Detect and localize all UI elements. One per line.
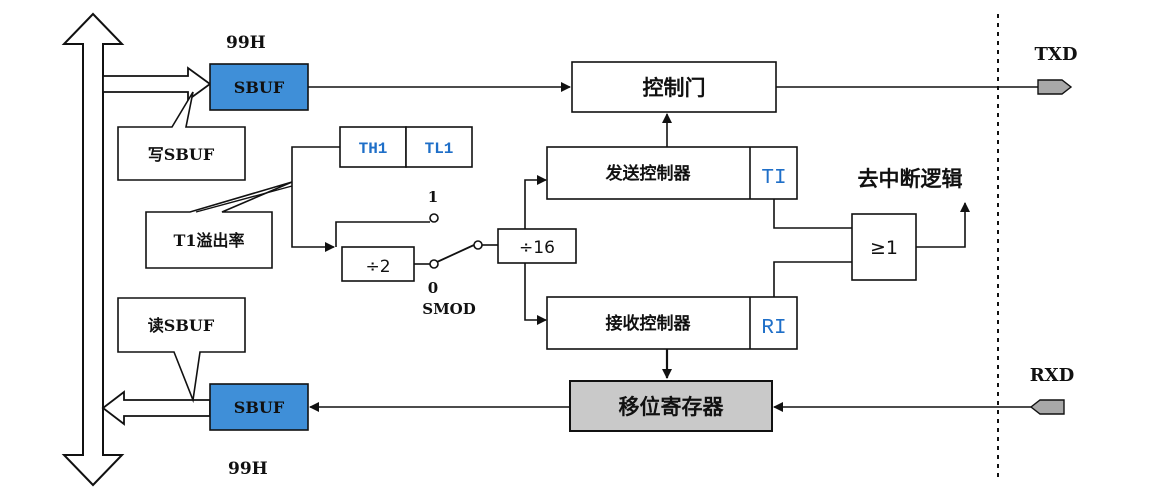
shift-register-box — [569, 380, 773, 432]
switch-label-0: 0 — [428, 279, 438, 297]
tl1-register-box — [405, 126, 473, 168]
sbuf-receive-box — [209, 383, 309, 431]
shift-register-label: 移位寄存器 — [619, 395, 725, 419]
txd-label: TXD — [1035, 44, 1078, 65]
switch-label-1: 1 — [428, 188, 438, 206]
receive-controller-box — [546, 296, 798, 350]
sbuf-transmit-box — [209, 63, 309, 111]
smod-label: SMOD — [422, 300, 476, 318]
address-label-bottom: 99H — [228, 459, 268, 479]
or-gate-output-line — [916, 202, 970, 248]
or-gate-box — [851, 213, 917, 281]
sbuf-receive-label: SBUF — [234, 398, 285, 417]
ri-flag-label: RI — [761, 317, 786, 340]
rxd-pin — [1029, 399, 1065, 415]
th1-label: TH1 — [359, 140, 388, 158]
divide-by-16-box — [497, 228, 577, 264]
address-label-top: 99H — [226, 33, 266, 53]
sbuf-to-bus-arrow — [101, 390, 211, 426]
t1-overflow-callout-pointer — [195, 185, 293, 213]
internal-bus-arrow — [61, 12, 125, 487]
read-sbuf-label: 读SBUF — [148, 316, 215, 335]
ri-to-or-gate-line — [773, 261, 852, 297]
txd-pin — [1037, 79, 1073, 95]
write-sbuf-callout — [117, 91, 246, 181]
t1-overflow-label: T1溢出率 — [173, 231, 244, 250]
ti-flag-label: TI — [761, 167, 786, 190]
transmit-controller-label: 发送控制器 — [605, 163, 692, 184]
read-sbuf-callout — [117, 297, 246, 404]
bus-to-sbuf-arrow — [102, 66, 212, 102]
interrupt-logic-label: 去中断逻辑 — [858, 167, 963, 191]
t1-overflow-path — [291, 146, 340, 252]
switch-contact-0 — [429, 259, 439, 269]
write-sbuf-label: 写SBUF — [148, 145, 215, 164]
smod-switch-arm — [436, 244, 475, 263]
tl1-label: TL1 — [425, 140, 454, 158]
switch-bypass-line — [335, 221, 430, 247]
control-gate-label: 控制门 — [643, 76, 706, 100]
div16-to-rx-line — [524, 263, 547, 325]
div16-to-tx-line — [524, 175, 547, 229]
or-gate-label: ≥1 — [870, 237, 898, 259]
transmit-controller-box — [546, 146, 798, 200]
ti-to-or-gate-line — [773, 199, 852, 229]
control-gate-box — [571, 61, 777, 113]
switch-contact-1 — [429, 213, 439, 223]
t1-overflow-callout — [145, 181, 293, 269]
sbuf-transmit-label: SBUF — [234, 78, 285, 97]
divide-by-2-label: ÷2 — [365, 257, 390, 277]
switch-pivot — [473, 240, 483, 250]
receive-controller-label: 接收控制器 — [606, 313, 692, 334]
rxd-label: RXD — [1030, 365, 1075, 386]
divide-by-16-label: ÷16 — [519, 238, 555, 258]
